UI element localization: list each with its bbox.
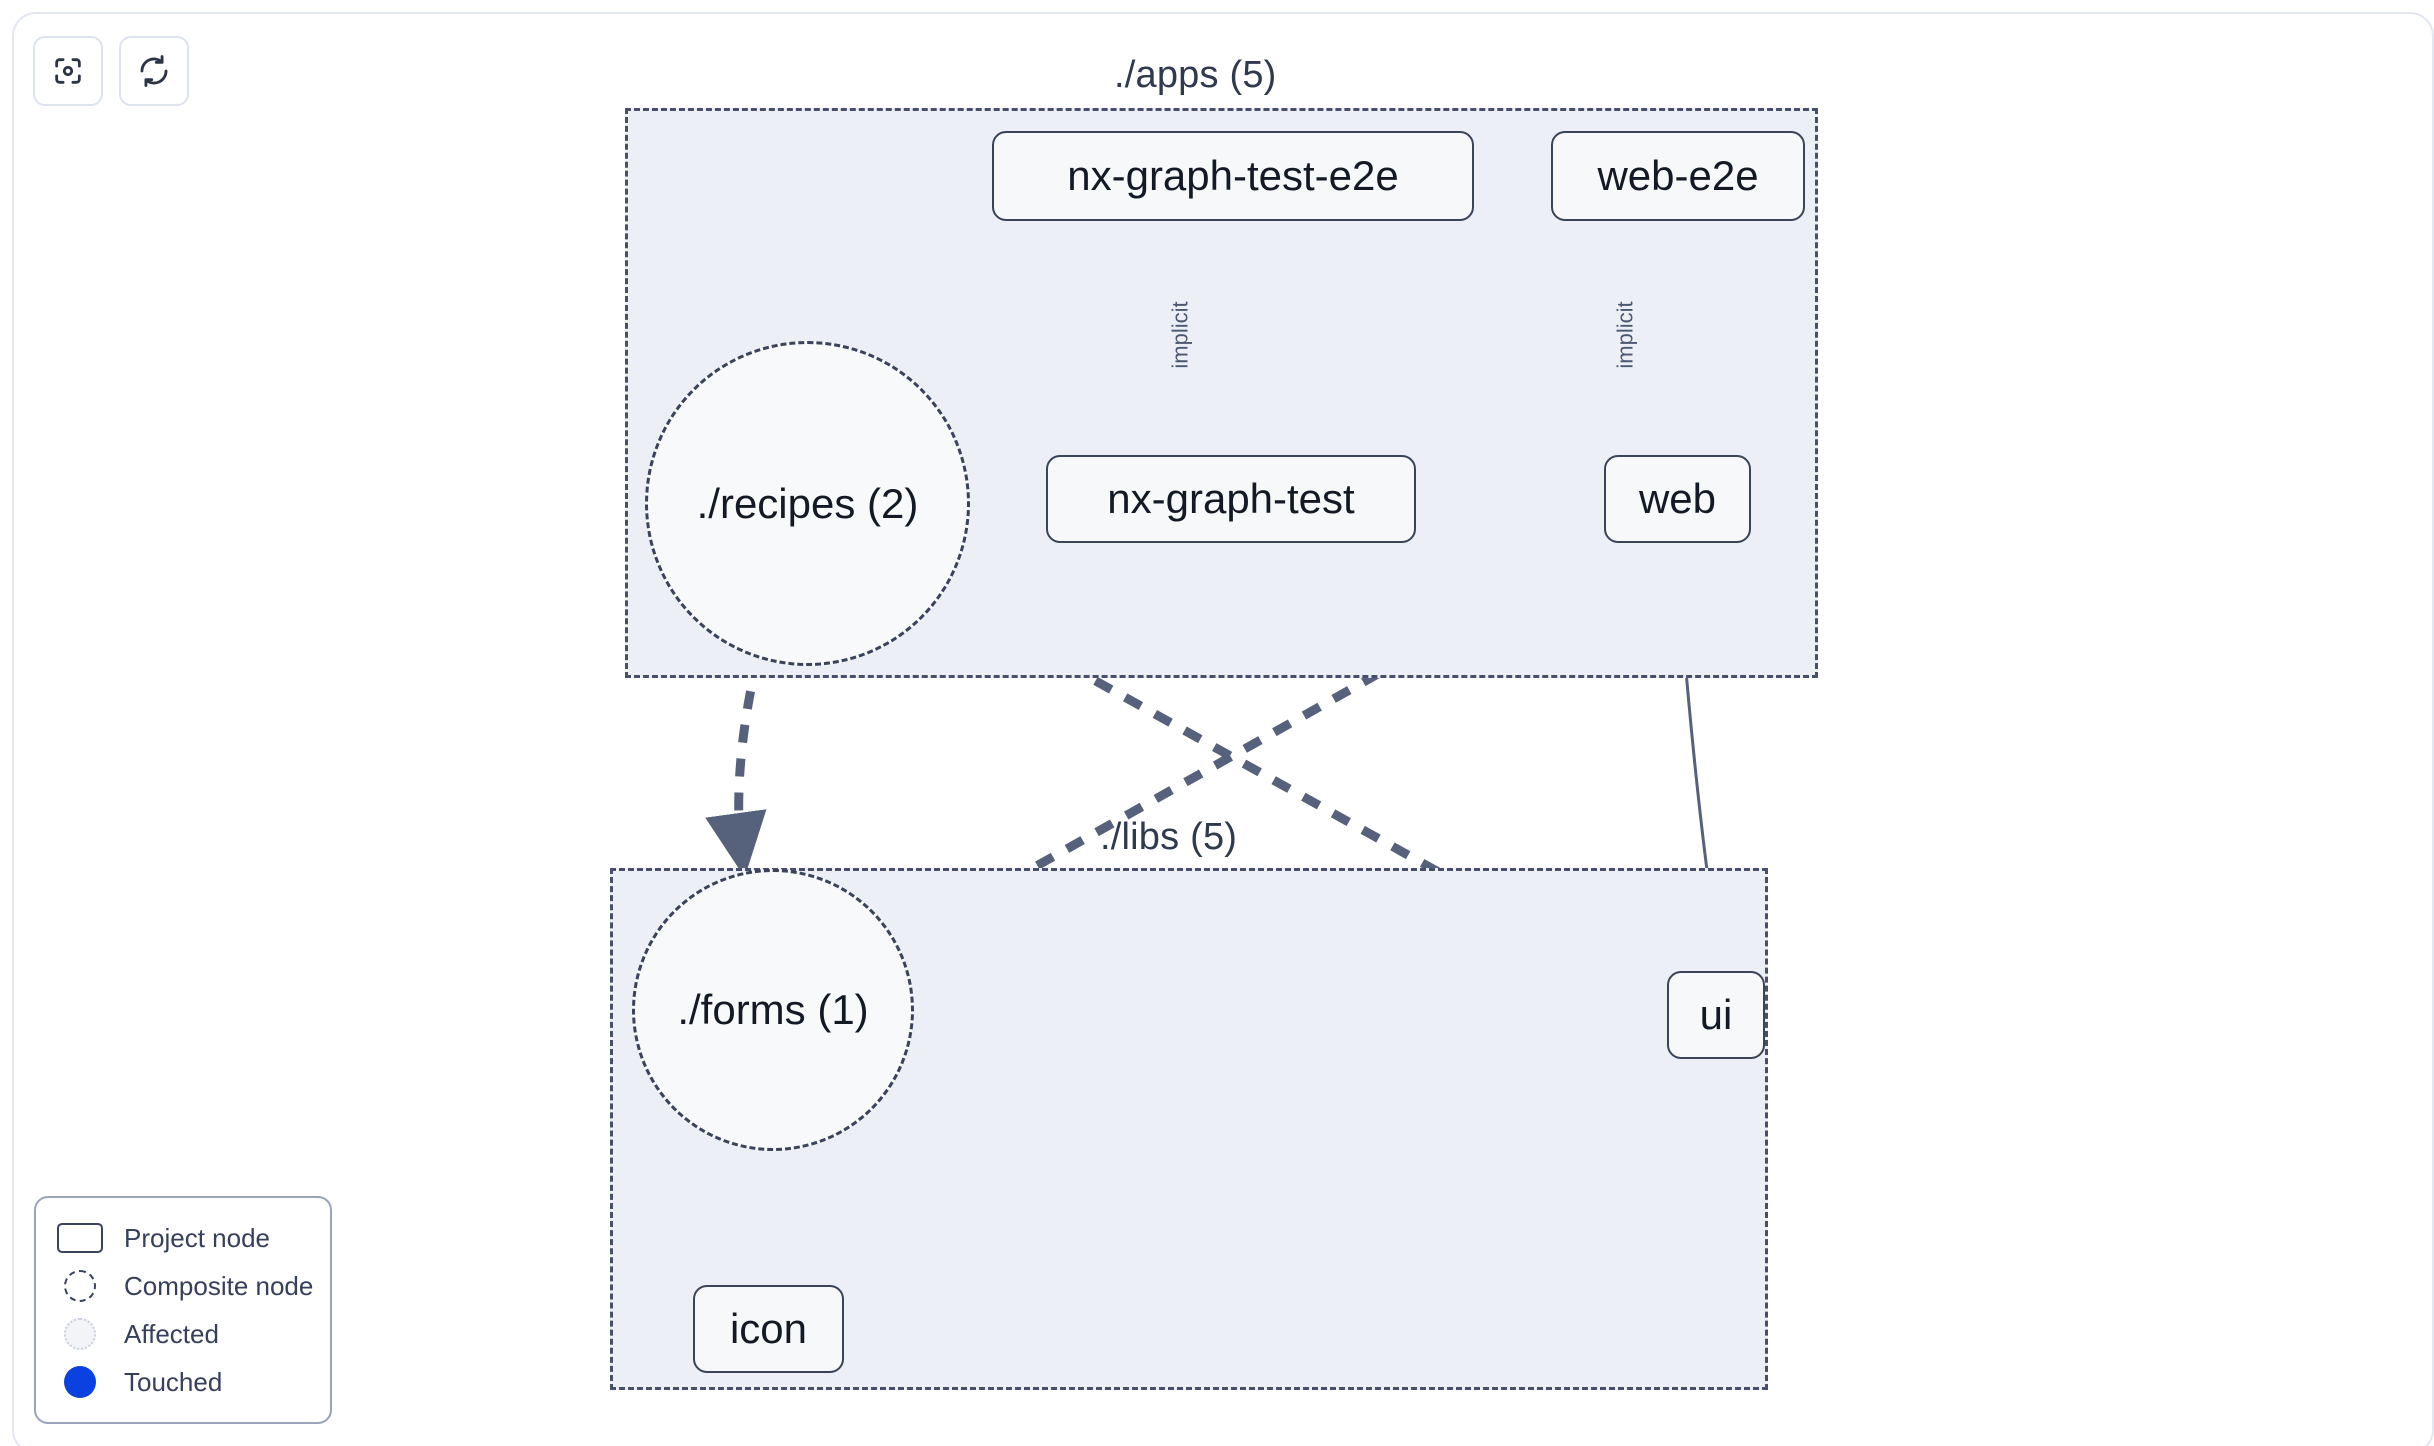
touched-swatch — [54, 1365, 106, 1399]
refresh-icon — [137, 54, 171, 88]
legend-label-project-node: Project node — [124, 1222, 270, 1253]
edge-label-implicit-1: implicit — [1167, 301, 1193, 369]
legend-item-touched: Touched — [54, 1358, 312, 1406]
node-recipes[interactable]: ./recipes (2) — [645, 341, 970, 666]
node-forms[interactable]: ./forms (1) — [632, 869, 914, 1151]
group-label-libs: ./libs (5) — [1100, 816, 1238, 858]
focus-target-icon — [51, 54, 85, 88]
node-nx-graph-test-e2e[interactable]: nx-graph-test-e2e — [992, 131, 1474, 221]
node-web-e2e[interactable]: web-e2e — [1551, 131, 1805, 221]
node-web[interactable]: web — [1604, 455, 1751, 543]
legend-label-touched: Touched — [124, 1366, 223, 1397]
node-nx-graph-test[interactable]: nx-graph-test — [1046, 455, 1416, 543]
composite-node-swatch — [54, 1269, 106, 1303]
graph-toolbar — [33, 36, 189, 106]
legend-item-project-node: Project node — [54, 1214, 312, 1262]
edge-label-implicit-2: implicit — [1612, 301, 1638, 369]
legend-label-affected: Affected — [124, 1318, 219, 1349]
node-ui[interactable]: ui — [1667, 971, 1765, 1059]
affected-swatch — [54, 1317, 106, 1351]
focus-graph-button[interactable] — [33, 36, 103, 106]
group-label-apps: ./apps (5) — [1114, 54, 1277, 96]
legend-item-affected: Affected — [54, 1310, 312, 1358]
project-node-swatch — [54, 1221, 106, 1255]
legend-item-composite-node: Composite node — [54, 1262, 314, 1310]
refresh-graph-button[interactable] — [119, 36, 189, 106]
node-icon[interactable]: icon — [693, 1285, 844, 1373]
legend-label-composite-node: Composite node — [124, 1270, 314, 1301]
graph-legend: Project node Composite node Affected Tou… — [34, 1196, 332, 1424]
